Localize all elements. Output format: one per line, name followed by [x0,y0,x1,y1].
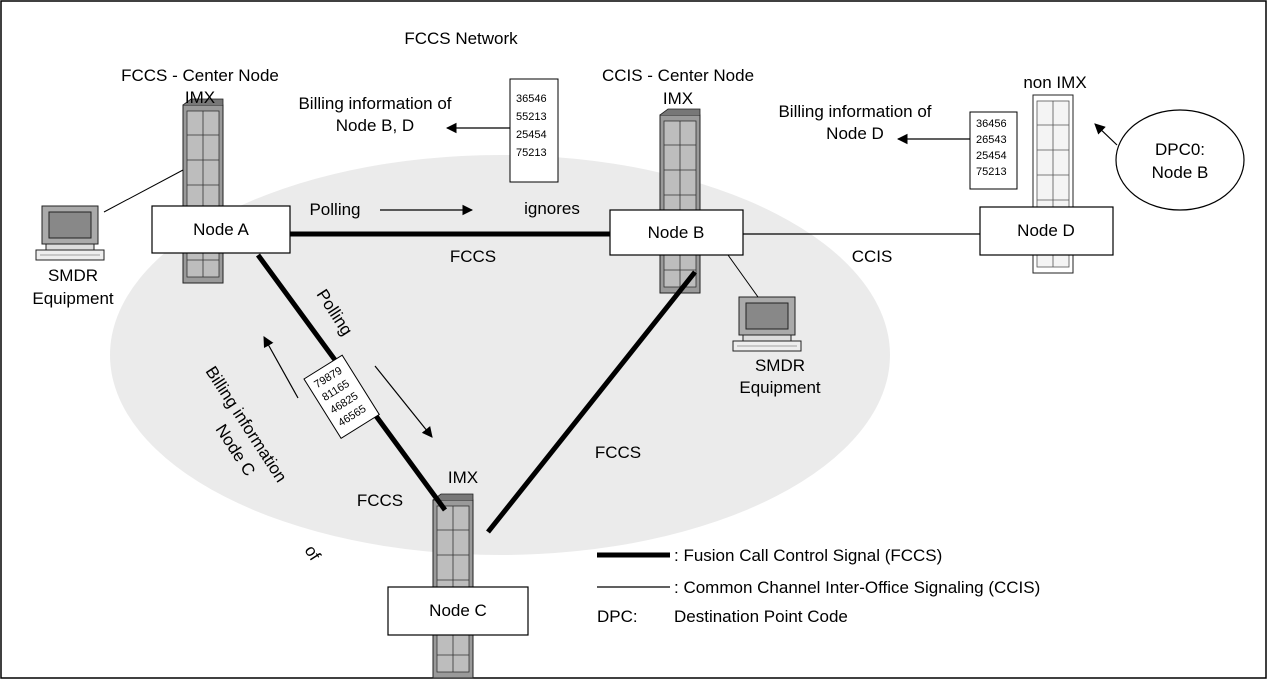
node-b-box [609,209,744,256]
node-c-box [387,586,529,636]
imx-node-a-cabinet [182,98,224,284]
billing-c-slip: 79879 81165 46825 46565 [303,354,380,440]
billing-d-line2: Node D [826,124,884,143]
billing-bd-slip [509,78,559,183]
billing-c-line2: of [301,542,325,564]
link-bc-label: FCCS [595,443,641,462]
billing-bd-line2: Node B, D [336,116,414,135]
legend-ccis-text: : Common Channel Inter-Office Signaling … [674,578,1040,597]
smdr-right-line2: Equipment [739,378,821,397]
fccs-center-title: FCCS - Center Node [121,66,279,85]
billing-d-line1: Billing information of [778,102,931,121]
link-ab-label: FCCS [450,247,496,266]
dpc-arrow [1094,123,1118,146]
non-imx-label: non IMX [1023,73,1086,92]
node-b-label: Node B [648,223,705,242]
smdr-right-line1: SMDR [755,356,805,375]
billing-bd-num-3: 25454 [516,129,547,141]
billing-bd-num-1: 36546 [516,93,547,105]
billing-bd-num-2: 55213 [516,111,547,123]
node-d-label: Node D [1017,221,1075,240]
node-a-box [151,205,291,254]
fccs-center-imx: IMX [185,88,215,107]
dpc-bubble [1115,109,1245,211]
node-d-box [979,206,1114,256]
smdr-left-line2: Equipment [32,289,114,308]
smdr-terminal-left-icon [35,205,105,261]
network-title: FCCS Network [404,29,518,48]
ccis-center-imx: IMX [663,89,693,108]
imx-node-b-cabinet [659,108,701,294]
smdr-terminal-right-icon [732,296,802,352]
polling-ac-arrow [374,365,433,438]
billing-d-num-3: 25454 [976,150,1007,162]
billing-d-num-2: 26543 [976,134,1007,146]
billing-bd-num-4: 75213 [516,147,547,159]
ccis-center-title: CCIS - Center Node [602,66,754,85]
billing-d-num-4: 75213 [976,166,1007,178]
billing-bd-line1: Billing information of [298,94,451,113]
dpc-bubble-line1: DPC0: [1155,140,1205,159]
legend-dpc-key: DPC: [597,607,638,626]
link-ac-label: FCCS [357,491,403,510]
node-c-label: Node C [429,601,487,620]
imx-c-label: IMX [448,468,478,487]
polling-ab-label: Polling [309,200,360,219]
ignores-label: ignores [524,199,580,218]
imx-node-c-cabinet [432,493,474,679]
dpc-bubble-line2: Node B [1152,163,1209,182]
legend-dpc-desc: Destination Point Code [674,607,848,626]
billing-c-arrow [263,336,299,399]
billing-d-slip [969,111,1018,190]
smdr-right-cable [727,254,759,298]
link-bd-label: CCIS [852,247,893,266]
link-b-c-fccs [486,270,697,534]
billing-d-num-1: 36456 [976,118,1007,130]
smdr-left-line1: SMDR [48,266,98,285]
smdr-left-cable [103,169,184,213]
node-a-label: Node A [193,220,249,239]
legend-fccs-text: : Fusion Call Control Signal (FCCS) [674,546,942,565]
